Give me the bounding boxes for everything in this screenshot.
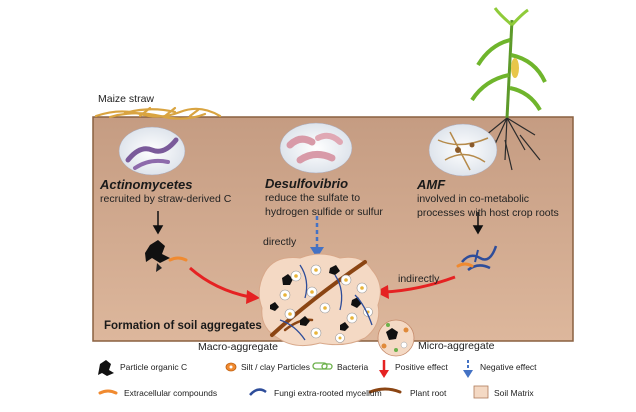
negative-effect-arrow-desulfovibrio <box>310 216 324 258</box>
fungi-mycelium-icon <box>249 388 267 396</box>
organism-name-amf: AMF <box>417 177 446 192</box>
organism-desc-desulfovibrio-line1: reduce the sulfate to <box>265 192 361 204</box>
organism-desc-amf-line1: involved in co-metabolic <box>417 193 530 205</box>
formation-title: Formation of soil aggregates <box>104 320 262 332</box>
maize-straw-icon <box>94 106 222 120</box>
legend-label-particle-organic-c: Particle organic C <box>120 362 188 372</box>
maize-straw-label: Maize straw <box>98 93 155 105</box>
extracellular-compounds-icon <box>98 389 118 395</box>
negative-effect-arrow-icon <box>463 360 473 378</box>
positive-effect-arrows <box>189 266 456 304</box>
bacteria-icon <box>312 362 333 370</box>
maize-plant-icon <box>470 7 547 119</box>
macro-aggregate-icon <box>258 253 381 347</box>
amf-image <box>428 123 498 177</box>
organism-desc-desulfovibrio-line2: hydrogen sulfide or sulfur <box>265 206 383 218</box>
legend-label-plant-root: Plant root <box>410 388 447 398</box>
organism-desc-actinomycetes: recruited by straw-derived C <box>100 193 232 205</box>
organism-name-actinomycetes: Actinomycetes <box>100 177 193 192</box>
legend-icons <box>98 360 489 399</box>
micro-aggregate-label: Micro-aggregate <box>418 340 495 352</box>
organism-desc-amf-line2: processes with host crop roots <box>417 207 559 219</box>
legend-label-positive-effect: Positive effect <box>395 362 448 372</box>
plant-root-icon <box>368 387 402 394</box>
legend-label-negative-effect: Negative effect <box>480 362 537 372</box>
legend-label-bacteria: Bacteria <box>337 362 369 372</box>
particle-organic-c-icon <box>98 360 114 376</box>
black-arrows <box>152 211 484 235</box>
actinomycetes-image <box>118 126 186 176</box>
amf-products-icon <box>456 245 498 272</box>
actinomycetes-products-icon <box>145 240 188 272</box>
legend-label-fungi: Fungi extra-rooted mycelium <box>274 388 382 398</box>
organism-name-desulfovibrio: Desulfovibrio <box>265 176 349 191</box>
micro-aggregate-icon <box>377 319 415 357</box>
positive-effect-arrow-icon <box>379 360 389 378</box>
directly-label: directly <box>263 236 297 248</box>
legend-label-silt-clay: Silt / clay Particles <box>241 362 310 372</box>
macro-aggregate-label: Macro-aggregate <box>198 341 278 353</box>
legend-label-soil-matrix: Soil Matrix <box>494 388 534 398</box>
desulfovibrio-image <box>279 122 353 174</box>
soil-matrix-icon <box>473 385 489 399</box>
legend-label-extracellular: Extracellular compounds <box>124 388 218 398</box>
indirectly-label: indirectly <box>398 273 440 285</box>
